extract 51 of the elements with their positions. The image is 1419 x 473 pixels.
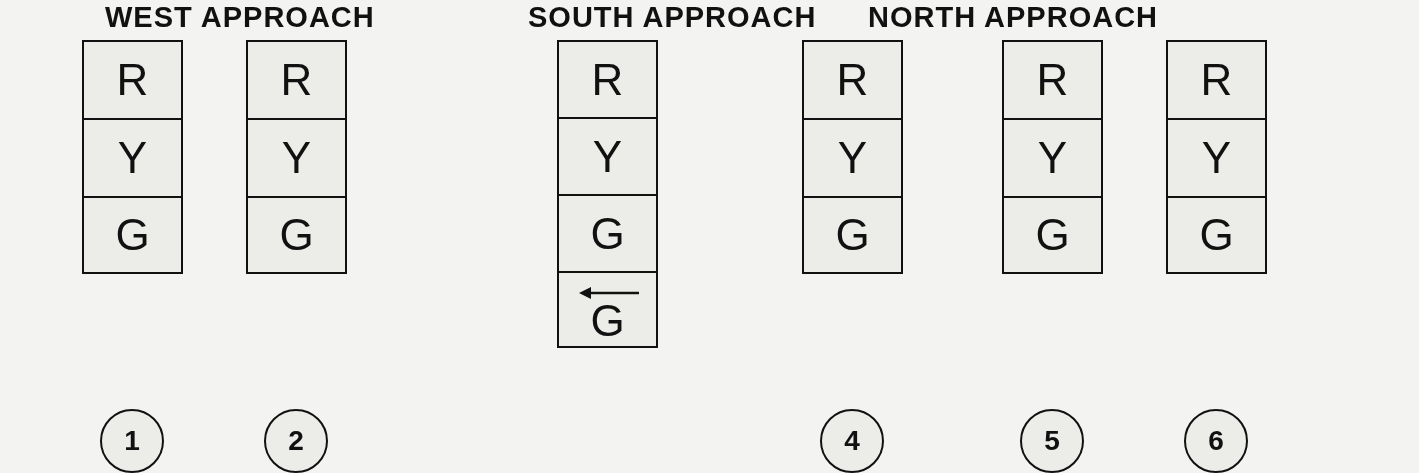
number-circle	[264, 409, 328, 473]
lens-letter: G	[1035, 213, 1070, 257]
signal-number: 1	[124, 427, 140, 455]
lens-letter: Y	[1037, 136, 1068, 180]
lens-letter: G	[590, 211, 625, 256]
number-circle	[1184, 409, 1248, 473]
approach-heading: SOUTH APPROACH	[528, 0, 817, 34]
signal-lens-box	[82, 40, 183, 120]
lens-letter: R	[836, 58, 869, 102]
signal-lens-box	[557, 117, 658, 196]
signal-lens-box	[1166, 40, 1267, 120]
lens-letter: Y	[1201, 136, 1232, 180]
number-circle	[820, 409, 884, 473]
signal-lens-box	[246, 196, 347, 274]
signal-lens-box	[1166, 196, 1267, 274]
signal-lens-box	[802, 40, 903, 120]
lens-letter: G	[835, 213, 870, 257]
number-circle	[1020, 409, 1084, 473]
lens-letter: R	[591, 57, 624, 102]
number-circle	[100, 409, 164, 473]
signal-number: 6	[1208, 427, 1224, 455]
lens-letter: Y	[592, 134, 623, 179]
signal-lens-box	[1002, 118, 1103, 198]
signal-number: 2	[288, 427, 304, 455]
signal-lens-box	[246, 118, 347, 198]
signal-lens-box	[802, 118, 903, 198]
signal-lens-box	[246, 40, 347, 120]
lens-letter: R	[1036, 58, 1069, 102]
signal-lens-box	[82, 196, 183, 274]
signal-lens-box	[557, 194, 658, 273]
signal-lens-box	[557, 271, 658, 348]
lens-letter: Y	[117, 136, 148, 180]
lens-letter: R	[116, 58, 149, 102]
lens-letter: G	[1199, 213, 1234, 257]
signal-number: 4	[844, 427, 860, 455]
approach-heading: NORTH APPROACH	[868, 0, 1159, 34]
lens-letter: G	[590, 298, 625, 343]
lens-letter: G	[115, 213, 150, 257]
signal-lens-box	[82, 118, 183, 198]
lens-letter: Y	[837, 136, 868, 180]
lens-letter: Y	[281, 136, 312, 180]
approach-heading: WEST APPROACH	[105, 0, 375, 34]
lens-letter: R	[280, 58, 313, 102]
signal-lens-box	[557, 40, 658, 119]
lens-letter: G	[279, 213, 314, 257]
lens-letter: R	[1200, 58, 1233, 102]
signal-lens-box	[1002, 196, 1103, 274]
signal-number: 5	[1044, 427, 1060, 455]
signal-lens-box	[802, 196, 903, 274]
signal-lens-box	[1002, 40, 1103, 120]
signal-lens-box	[1166, 118, 1267, 198]
